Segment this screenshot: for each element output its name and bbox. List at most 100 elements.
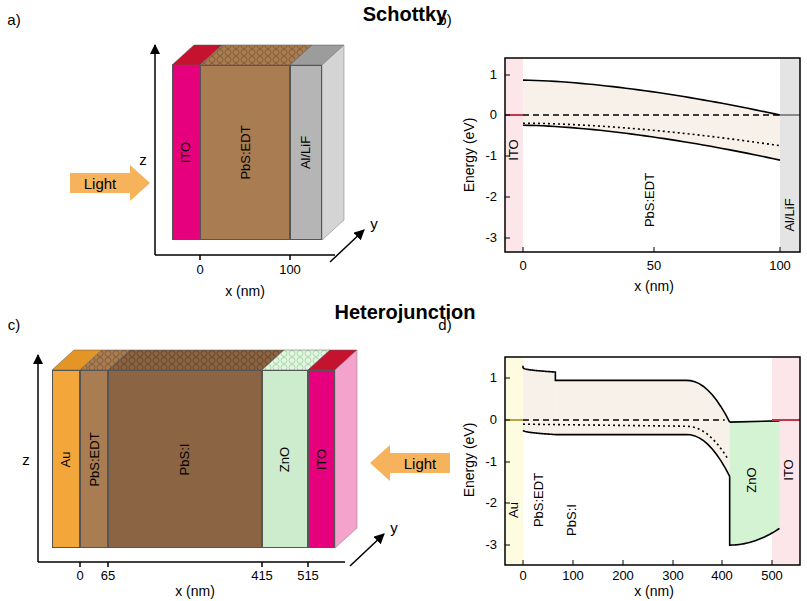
axis-or-region-label: PbS:I [565, 504, 579, 536]
x-tick [573, 560, 574, 565]
axis-label: y [370, 216, 378, 233]
tick-label: 415 [251, 569, 273, 583]
x-tick [780, 247, 781, 252]
layer-top-face [108, 350, 284, 370]
x-tick [623, 560, 624, 565]
device-side-face [322, 45, 344, 240]
device-layer: PbS:EDT [200, 65, 290, 240]
x-tick [79, 562, 81, 567]
tick-label: -2 [485, 190, 497, 204]
plot-frame [505, 357, 800, 565]
axis-or-region-label: ITO [507, 139, 521, 160]
axis-or-region-label: PbS:EDT [643, 173, 657, 227]
fermi-level [780, 114, 800, 116]
axis-or-region-label: ZnO [745, 467, 759, 492]
y-tick [505, 545, 510, 546]
tick-label: 0 [519, 259, 526, 273]
x-tick [199, 255, 201, 260]
tick-label: -3 [485, 231, 497, 245]
device-layer: PbS:I [108, 370, 262, 548]
tick-label: 0 [196, 263, 203, 277]
tick-label: 50 [647, 259, 661, 273]
fermi-level [772, 419, 800, 421]
y-axis-arrow [350, 534, 384, 566]
layer-label: ZnO [277, 446, 292, 471]
arrow-body [70, 165, 150, 201]
axis-label: a) [7, 12, 20, 29]
zno-conduction-band [730, 421, 780, 422]
layer-label: ITO [314, 448, 329, 469]
device-layer: Au [52, 370, 80, 548]
tick-label: 100 [769, 259, 791, 273]
axis-label: x (nm) [225, 284, 265, 299]
plot-frame [505, 58, 800, 252]
fermi-level [505, 114, 523, 116]
tick-label: 100 [562, 569, 584, 583]
zno-bandgap-fill [730, 421, 780, 545]
x-tick [523, 560, 524, 565]
tick-label: 0 [519, 569, 526, 583]
layer-label: PbS:EDT [87, 432, 102, 486]
y-tick [505, 462, 510, 463]
tick-label: 1 [490, 371, 497, 385]
x-axis-line [38, 561, 345, 563]
electron-quasi-fermi [523, 419, 725, 421]
axis-label: z [139, 152, 147, 169]
conduction-band [522, 366, 524, 368]
tick-label: 100 [279, 263, 301, 277]
layer-label: Light [404, 455, 437, 472]
y-tick [505, 75, 510, 76]
x-tick [654, 247, 655, 252]
z-axis-arrow [154, 45, 156, 255]
device-layer: Al/LiF [290, 65, 322, 240]
tick-label: 400 [711, 569, 733, 583]
y-tick [505, 238, 510, 239]
tick-label: 200 [612, 569, 634, 583]
au-region [505, 357, 523, 565]
device-layer: ITO [308, 370, 335, 548]
conduction-band [523, 80, 780, 115]
layer-label: Au [59, 451, 74, 467]
y-axis-arrow [330, 230, 364, 262]
x-tick [722, 560, 723, 565]
device-illustration [38, 45, 384, 567]
band-diagram [505, 58, 800, 565]
axis-or-region-label: Energy (eV) [462, 118, 477, 193]
axis-or-region-label: Al/LiF [783, 198, 797, 231]
tick-label: 0 [490, 413, 497, 427]
light-arrow: Light [370, 445, 450, 481]
valence-band [523, 125, 780, 160]
tick-label: 500 [761, 569, 783, 583]
tick-label: -1 [485, 455, 497, 469]
layer-label: ITO [179, 142, 194, 163]
axis-label: x (nm) [634, 279, 674, 294]
bandgap-fill [523, 80, 780, 160]
x-tick [289, 255, 291, 260]
tick-label: -3 [485, 538, 497, 552]
z-axis-arrow [37, 355, 39, 562]
electron-quasi-fermi [523, 114, 780, 116]
bandgap-fill [555, 380, 729, 476]
hole-quasi-fermi [523, 123, 780, 146]
axis-label: b) [438, 12, 451, 29]
x-tick [261, 562, 263, 567]
x-tick [307, 562, 309, 567]
fermi-level [505, 419, 523, 421]
layer-label: Light [84, 175, 117, 192]
device-side-face [335, 350, 357, 548]
y-tick [505, 420, 510, 421]
tick-label: 1 [490, 68, 497, 82]
contact-region [780, 58, 800, 252]
tick-label: 65 [101, 569, 115, 583]
layer-label: PbS:I [177, 443, 192, 475]
x-tick [673, 560, 674, 565]
y-tick [505, 197, 510, 198]
tick-label: 300 [662, 569, 684, 583]
conduction-band [523, 368, 730, 422]
axis-or-region-label: Au [507, 502, 521, 518]
layer-label: Al/LiF [299, 136, 314, 169]
y-tick [505, 378, 510, 379]
device-layer: ITO [172, 65, 200, 240]
axis-label: d) [438, 317, 451, 334]
